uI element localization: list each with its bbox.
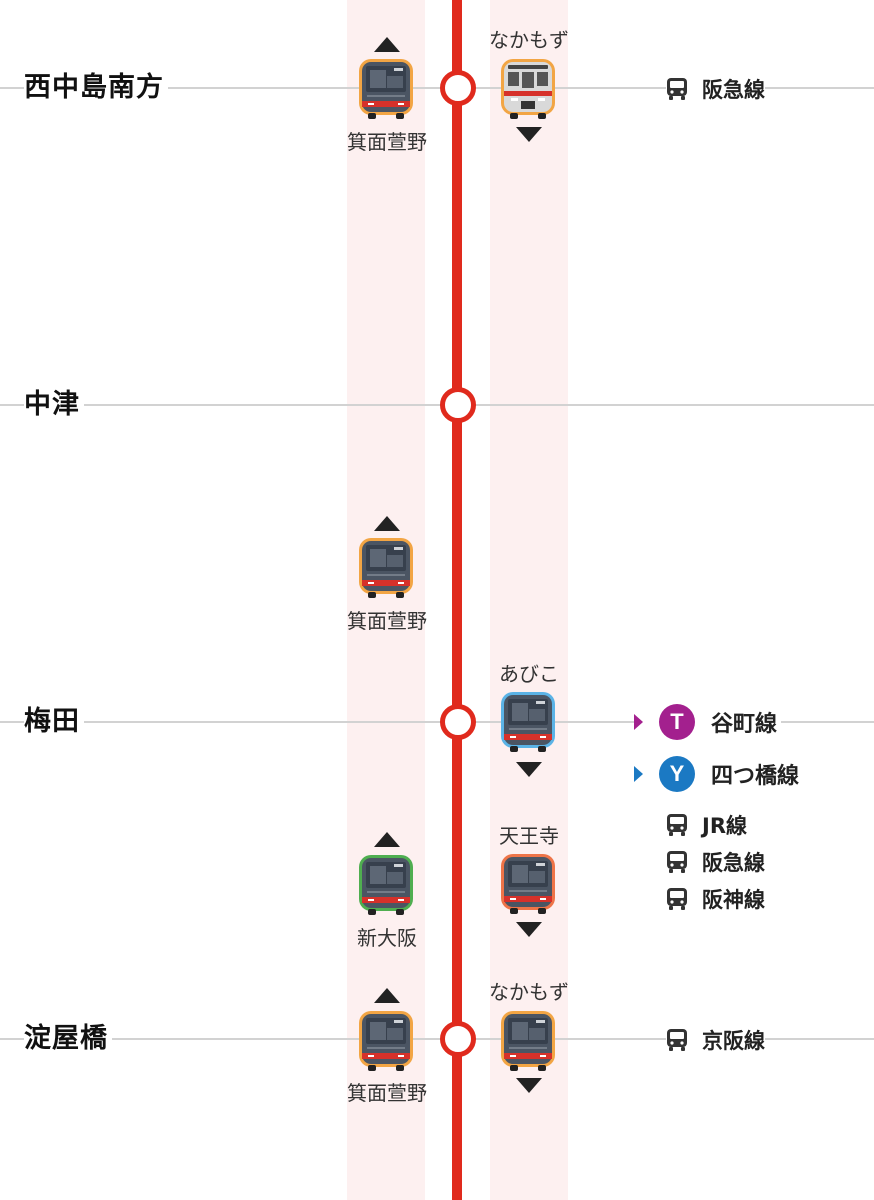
train-icon[interactable] <box>499 690 557 754</box>
station-name[interactable]: 中津 <box>24 389 84 421</box>
train-destination: なかもず <box>489 980 569 1004</box>
bus-icon <box>666 887 688 911</box>
train-icon[interactable] <box>499 57 557 121</box>
up-arrow-icon <box>374 37 400 52</box>
train-icon[interactable] <box>357 57 415 121</box>
transfer-label: JR線 <box>702 814 747 838</box>
transfer-link[interactable]: 京阪線 <box>666 1025 765 1055</box>
transfer-link[interactable]: JR線 <box>666 810 747 840</box>
train-destination: あびこ <box>499 662 559 686</box>
transfer-label: 京阪線 <box>702 1029 765 1053</box>
subway-line-link[interactable]: T 谷町線 <box>634 704 782 740</box>
train-icon[interactable] <box>357 536 415 600</box>
station-name[interactable]: 淀屋橋 <box>24 1023 112 1055</box>
transfer-link[interactable]: 阪神線 <box>666 884 765 914</box>
up-arrow-icon <box>374 516 400 531</box>
train-icon[interactable] <box>357 1009 415 1073</box>
route-line <box>452 0 462 1200</box>
train-icon[interactable] <box>499 1009 557 1073</box>
station-name[interactable]: 梅田 <box>24 706 84 738</box>
train-destination: 箕面萱野 <box>347 609 427 633</box>
bus-icon <box>666 1028 688 1052</box>
train-destination: なかもず <box>489 28 569 52</box>
subway-line-label: 谷町線 <box>711 712 778 737</box>
transfer-label: 阪急線 <box>702 78 765 102</box>
station-row-line <box>0 404 874 406</box>
station-marker[interactable] <box>440 1021 476 1057</box>
station-marker[interactable] <box>440 704 476 740</box>
down-arrow-icon <box>516 1078 542 1093</box>
subway-line-label: 四つ橋線 <box>711 764 800 789</box>
station-name[interactable]: 西中島南方 <box>24 72 168 104</box>
transfer-label: 阪神線 <box>702 888 765 912</box>
bus-icon <box>666 813 688 837</box>
down-direction-lane <box>490 0 568 1200</box>
up-arrow-icon <box>374 832 400 847</box>
bus-icon <box>666 850 688 874</box>
transfer-link[interactable]: 阪急線 <box>666 74 765 104</box>
train-destination: 新大阪 <box>357 926 417 950</box>
train-destination: 箕面萱野 <box>347 1081 427 1105</box>
transfer-label: 阪急線 <box>702 851 765 875</box>
train-destination: 箕面萱野 <box>347 130 427 154</box>
train-icon[interactable] <box>357 853 415 917</box>
station-row-line <box>0 87 874 89</box>
station-marker[interactable] <box>440 387 476 423</box>
down-arrow-icon <box>516 127 542 142</box>
train-destination: 天王寺 <box>499 824 559 848</box>
caret-right-icon <box>634 766 643 782</box>
down-arrow-icon <box>516 762 542 777</box>
station-row-line <box>0 1038 874 1040</box>
train-icon[interactable] <box>499 852 557 916</box>
station-row-line <box>0 721 874 723</box>
up-arrow-icon <box>374 988 400 1003</box>
transfer-link[interactable]: 阪急線 <box>666 847 765 877</box>
tanimachi-line-badge: T <box>659 704 695 740</box>
station-marker[interactable] <box>440 70 476 106</box>
yotsubashi-line-badge: Y <box>659 756 695 792</box>
subway-line-link[interactable]: Y 四つ橋線 <box>634 756 804 792</box>
down-arrow-icon <box>516 922 542 937</box>
caret-right-icon <box>634 714 643 730</box>
bus-icon <box>666 77 688 101</box>
